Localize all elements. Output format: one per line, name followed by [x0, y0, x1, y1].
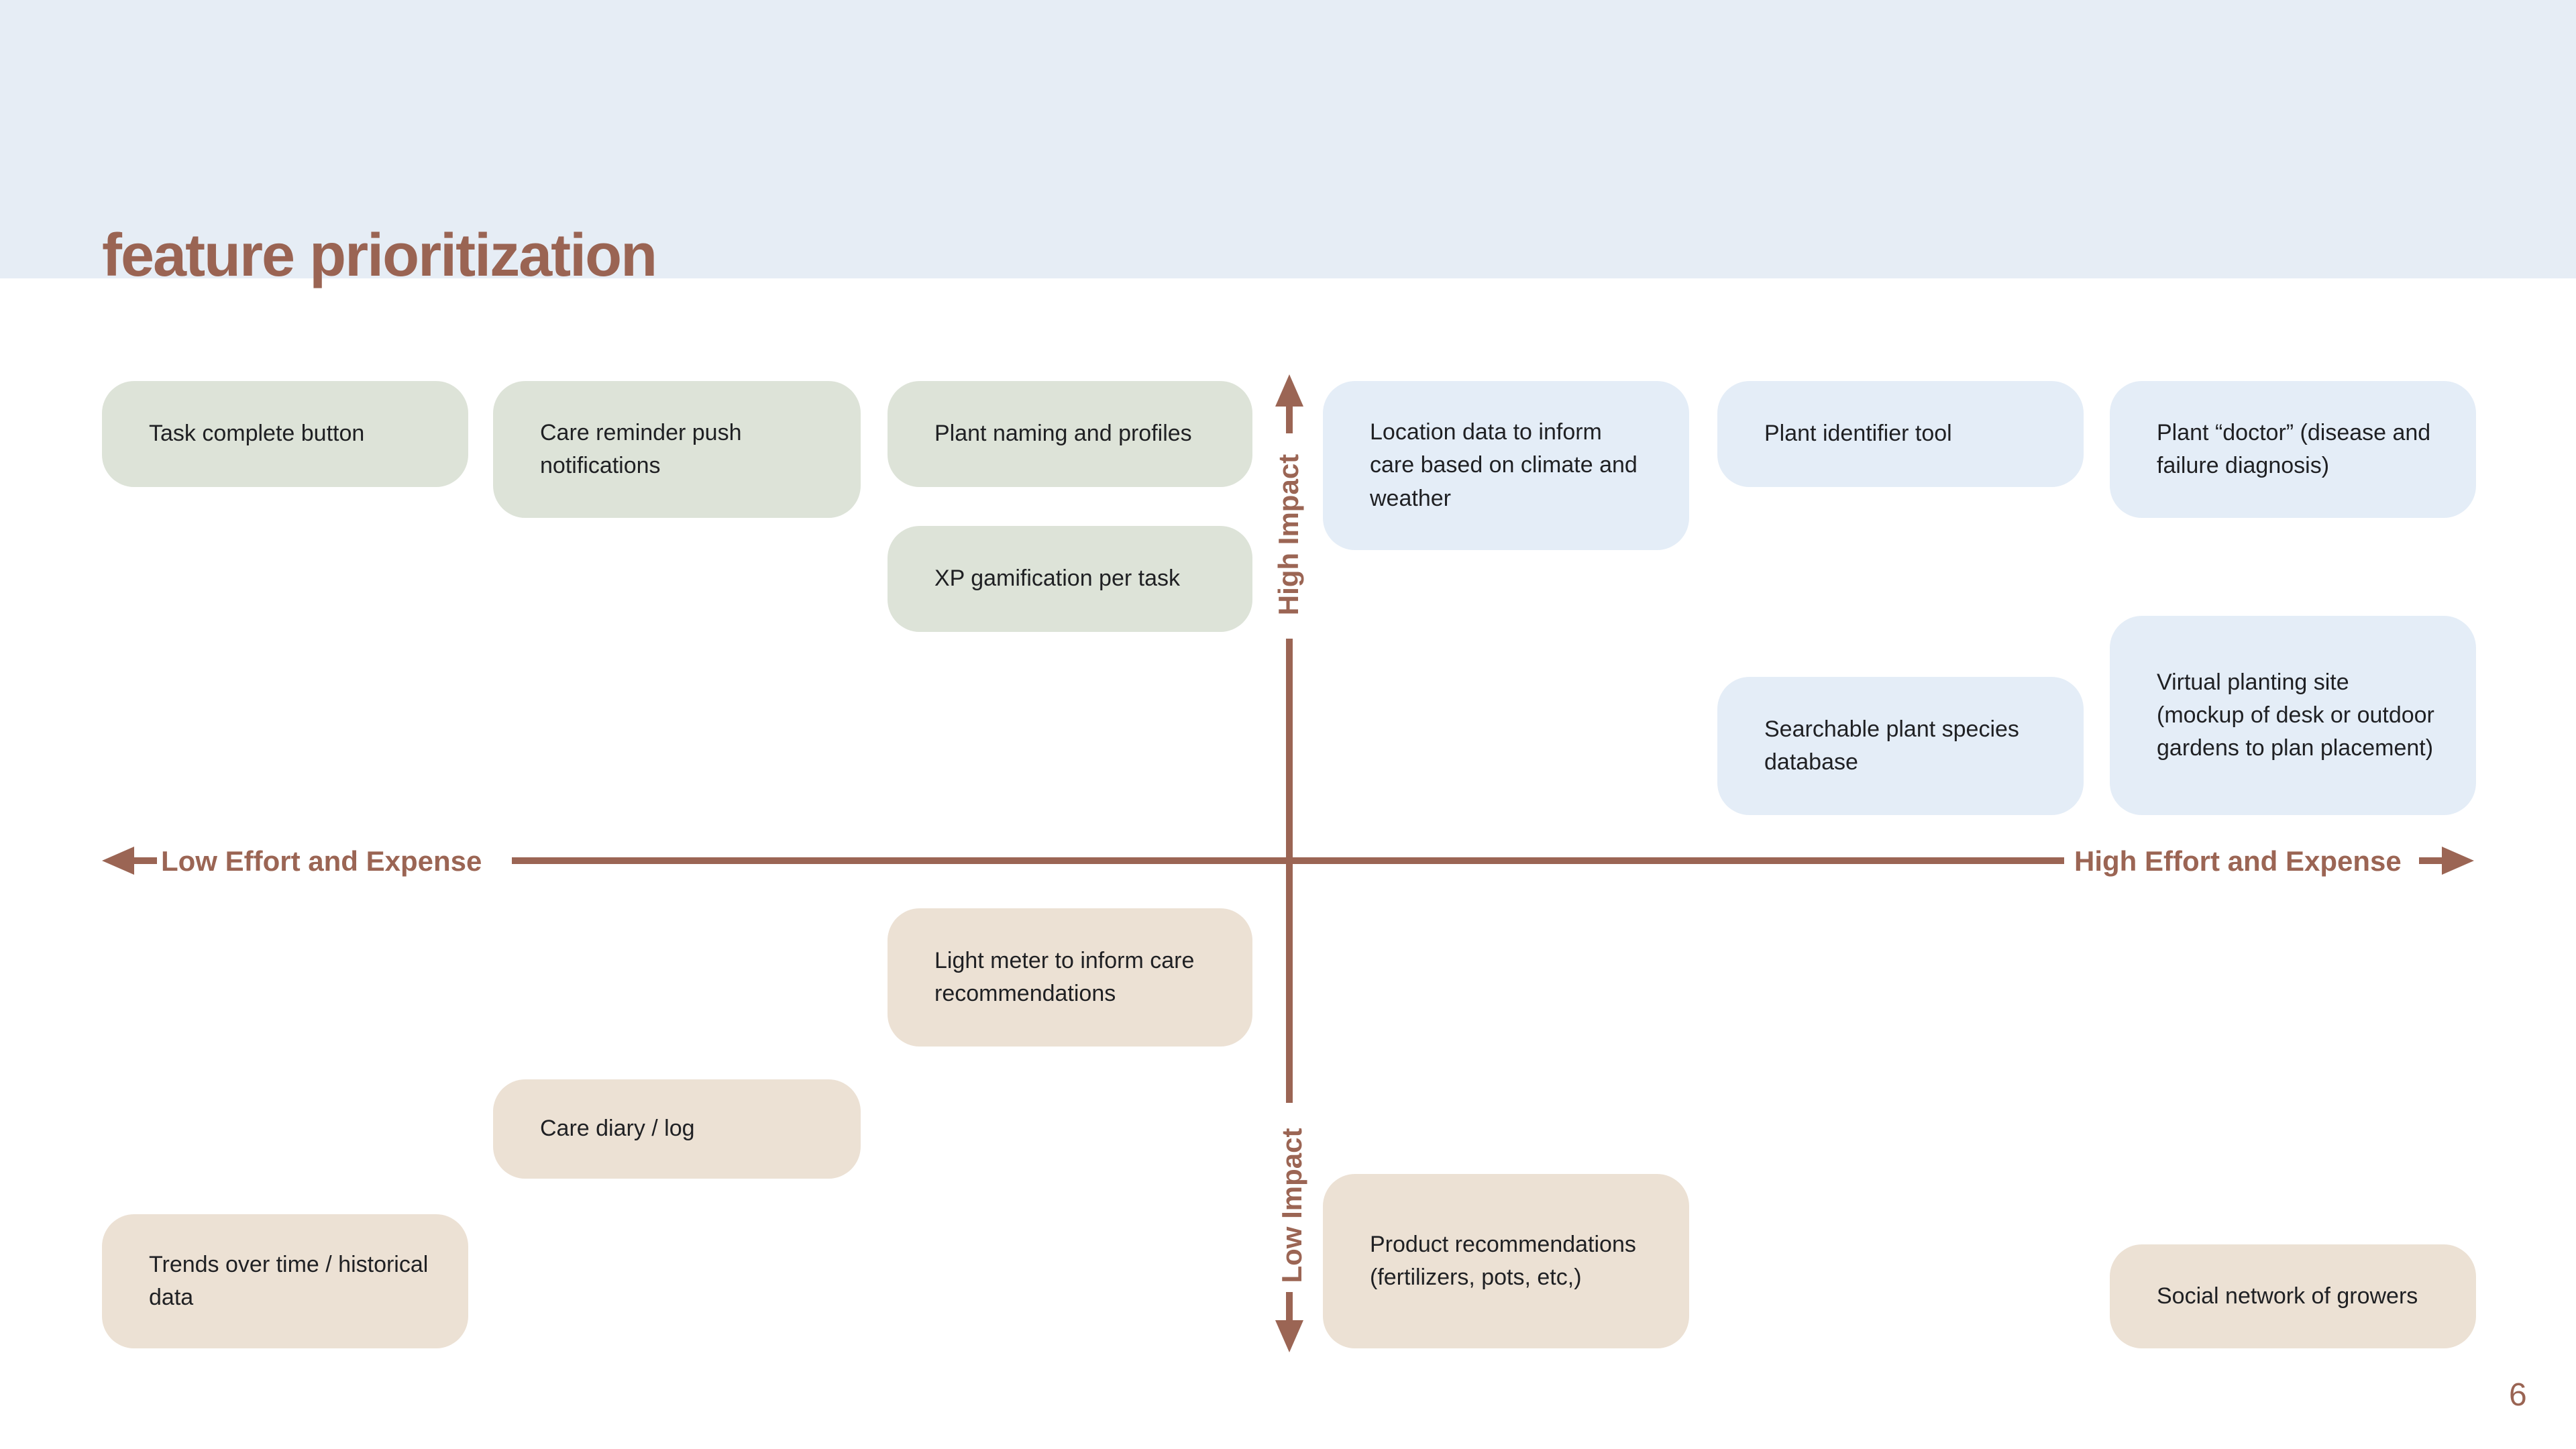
x-axis-label-high-effort: High Effort and Expense [2074, 845, 2402, 877]
arrow-left-icon [102, 847, 134, 875]
slide-title: feature prioritization [102, 222, 657, 289]
feature-card-task-complete-button: Task complete button [102, 381, 468, 487]
feature-card-xp-gamification: XP gamification per task [888, 526, 1252, 632]
arrow-up-icon [1275, 374, 1303, 407]
feature-card-product-recommendations: Product recommendations (fertilizers, po… [1323, 1174, 1689, 1348]
feature-card-social-network: Social network of growers [2110, 1244, 2476, 1348]
feature-card-location-data: Location data to inform care based on cl… [1323, 381, 1689, 550]
y-axis-line [1286, 639, 1293, 1103]
feature-card-plant-identifier-tool: Plant identifier tool [1717, 381, 2084, 487]
feature-card-care-diary-log: Care diary / log [493, 1079, 861, 1179]
feature-card-care-reminder-push: Care reminder push notifications [493, 381, 861, 518]
x-axis-left-arrow-tail [133, 857, 157, 864]
y-axis-down-arrow-tail [1286, 1292, 1293, 1320]
y-axis-up-arrow-tail [1286, 405, 1293, 433]
x-axis-right-arrow-tail [2419, 857, 2443, 864]
arrow-down-icon [1275, 1320, 1303, 1352]
page-number: 6 [2509, 1377, 2527, 1413]
header-band [0, 0, 2576, 278]
arrow-right-icon [2442, 847, 2474, 875]
feature-card-light-meter: Light meter to inform care recommendatio… [888, 908, 1252, 1046]
feature-card-plant-naming-profiles: Plant naming and profiles [888, 381, 1252, 487]
y-axis-label-high-impact: High Impact [1273, 453, 1304, 616]
feature-card-trends-over-time: Trends over time / historical data [102, 1214, 468, 1348]
feature-card-plant-doctor: Plant “doctor” (disease and failure diag… [2110, 381, 2476, 518]
x-axis-label-low-effort: Low Effort and Expense [161, 845, 482, 877]
feature-card-virtual-planting-site: Virtual planting site (mockup of desk or… [2110, 616, 2476, 815]
feature-card-searchable-database: Searchable plant species database [1717, 677, 2084, 815]
y-axis-label-low-impact: Low Impact [1276, 1128, 1307, 1283]
